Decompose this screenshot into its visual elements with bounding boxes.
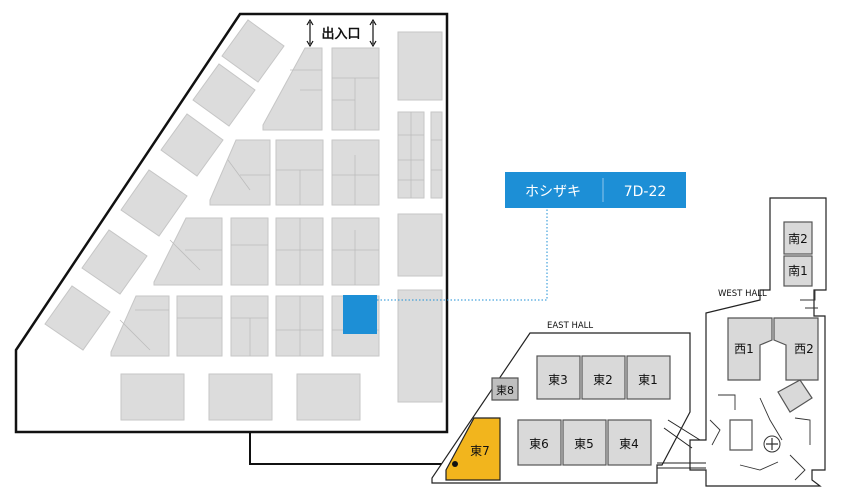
diagonal-blocks xyxy=(44,19,285,351)
block xyxy=(262,47,323,131)
block xyxy=(230,217,269,286)
booth-leader-line xyxy=(377,207,548,301)
hall-detail: 出入口 xyxy=(14,12,548,465)
west-hall-label: WEST HALL xyxy=(718,289,767,299)
booth-highlight[interactable] xyxy=(343,295,377,334)
hall-label: 西2 xyxy=(794,342,814,356)
block xyxy=(81,229,148,295)
hall-label: 東2 xyxy=(593,373,613,387)
block xyxy=(331,217,380,286)
hall-label: 東6 xyxy=(529,437,549,451)
entrance-label: 出入口 xyxy=(321,26,360,42)
walkway xyxy=(657,419,706,469)
block xyxy=(176,295,223,357)
block xyxy=(397,213,443,277)
block xyxy=(209,139,271,206)
block xyxy=(397,31,443,101)
block xyxy=(331,139,380,206)
block xyxy=(120,169,188,237)
west-hall-labels: 西1 西2 南2 南1 xyxy=(734,231,814,356)
west-interior xyxy=(709,290,818,481)
block xyxy=(120,373,185,421)
hall-label: 東7 xyxy=(470,444,490,458)
hall-east7-marker xyxy=(452,461,458,467)
hall-east1[interactable] xyxy=(626,355,671,400)
block xyxy=(275,295,324,357)
east-hall-label: EAST HALL xyxy=(547,321,593,331)
hall-label: 東1 xyxy=(638,373,658,387)
booth-banner: ホシザキ 7D-22 xyxy=(505,172,686,208)
booth-number: 7D-22 xyxy=(624,184,667,200)
block xyxy=(160,113,224,177)
entrance: 出入口 xyxy=(306,18,377,48)
hall-label: 南1 xyxy=(788,263,808,278)
block xyxy=(230,295,269,357)
hall-east3[interactable] xyxy=(536,355,581,400)
east-hall-labels: 東3 東2 東1 東6 東5 東4 東8 東7 xyxy=(470,373,658,458)
block xyxy=(275,217,324,286)
hall-label: 東4 xyxy=(619,437,639,451)
west-halls xyxy=(727,221,819,451)
block xyxy=(331,47,380,131)
hall-east8[interactable] xyxy=(491,377,519,401)
block xyxy=(208,373,273,421)
block xyxy=(110,295,170,357)
hall-west-atrium xyxy=(777,379,813,413)
grid-blocks xyxy=(110,31,443,421)
booth-banner-bg xyxy=(505,172,686,208)
hall-label: 南2 xyxy=(788,231,808,246)
block xyxy=(296,373,361,421)
east-halls xyxy=(517,355,671,466)
block xyxy=(44,285,111,351)
hall-east7-highlight[interactable] xyxy=(445,417,501,481)
hall-east4[interactable] xyxy=(607,419,652,466)
hall-east6[interactable] xyxy=(517,419,562,466)
hall-label: 東8 xyxy=(496,384,514,397)
hall-west1[interactable] xyxy=(727,317,773,381)
hall-label: 東3 xyxy=(548,373,568,387)
arrow-icon xyxy=(369,18,377,48)
hall-east5[interactable] xyxy=(562,419,607,466)
hall-west-room xyxy=(729,419,753,451)
block xyxy=(397,289,443,403)
venue-overview: EAST HALL WEST HALL 東3 東2 東1 東6 東5 東4 東8… xyxy=(431,197,827,487)
block xyxy=(192,63,256,127)
compass-icon xyxy=(766,438,778,450)
block xyxy=(153,217,223,286)
block-dividers xyxy=(119,69,442,356)
arrow-icon xyxy=(306,18,314,48)
hall-label: 西1 xyxy=(734,342,754,356)
hall-south1[interactable] xyxy=(783,255,813,287)
block xyxy=(275,139,324,206)
block xyxy=(430,111,443,199)
exhibitor-name: ホシザキ xyxy=(525,184,581,200)
hall-connector-line xyxy=(249,432,452,465)
hall-south2[interactable] xyxy=(783,221,813,255)
block xyxy=(221,19,285,83)
hall-east2[interactable] xyxy=(581,355,626,400)
hall-label: 東5 xyxy=(574,437,594,451)
hall-west2[interactable] xyxy=(773,317,819,381)
